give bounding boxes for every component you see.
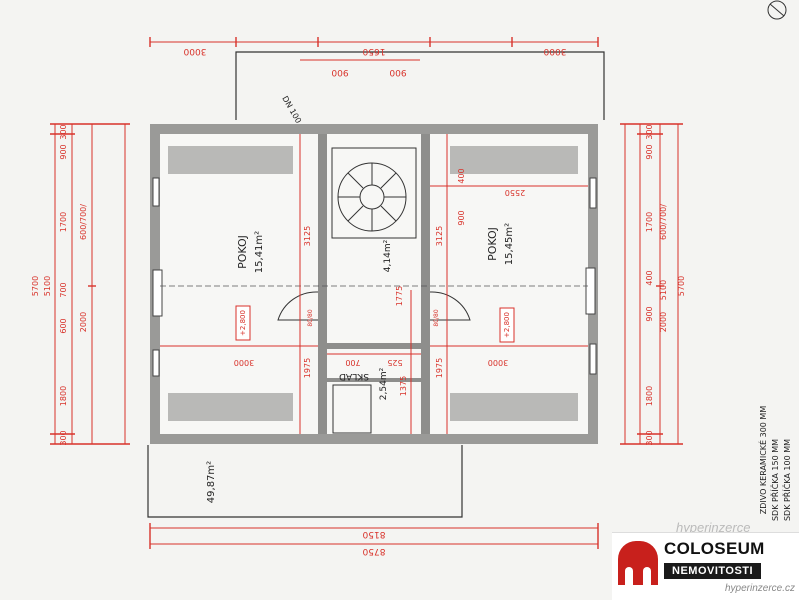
level-left: +2,800 xyxy=(239,310,247,336)
inner-dimensions: 3125 3125 1775 1975 1975 1375 3000 3000 … xyxy=(234,168,525,396)
built-in-wardrobes xyxy=(168,146,578,421)
dim-left-1800: 1800 xyxy=(59,386,68,406)
dim-400-inner: 400 xyxy=(457,168,466,183)
dim-1375: 1375 xyxy=(399,376,408,396)
interior-partitions xyxy=(318,134,430,434)
store-area: 2,54m² xyxy=(379,367,389,400)
dim-bottom-8150: 8150 xyxy=(362,529,385,539)
dim-1775-a: 1775 xyxy=(395,286,404,306)
dim-right-2000: 2000 xyxy=(659,312,668,332)
dim-right-300-bottom: 300 xyxy=(645,430,654,445)
right-dimensions: 300 900 1700 600/700/ 400 900 1800 300 5… xyxy=(645,124,686,445)
room-left-area: 15,41m² xyxy=(254,231,265,273)
dim-left-300-top: 300 xyxy=(59,124,68,139)
dim-right-600-700: 600/700/ xyxy=(659,204,668,240)
bottom-dimensions: 8150 8750 xyxy=(362,529,385,556)
dim-1975-right: 1975 xyxy=(435,358,444,378)
dim-left-1700: 1700 xyxy=(59,212,68,232)
dim-2550: 2550 xyxy=(505,188,525,197)
dim-left-5700: 5700 xyxy=(31,276,40,296)
dim-left-600-700: 600/700/ xyxy=(79,204,88,240)
legend-sdk-150: SDK PŘÍČKA 150 MM xyxy=(769,439,780,521)
logo-watermark: hyperinzerce.cz xyxy=(724,583,795,594)
level-markers: +2,800 +2,800 xyxy=(235,305,515,343)
dim-3000-right: 3000 xyxy=(488,358,508,367)
dim-top-1650: 1650 xyxy=(362,46,385,56)
dim-left-300-bottom: 300 xyxy=(59,430,68,445)
dimension-ticks xyxy=(50,37,683,549)
dim-right-5100: 5100 xyxy=(659,280,668,300)
dim-right-300-top: 300 xyxy=(645,124,654,139)
exterior-walls xyxy=(150,124,598,444)
room-left-name: POKOJ xyxy=(236,235,249,269)
dim-right-900: 900 xyxy=(645,144,654,159)
logo-subtitle: NEMOVITOSTI xyxy=(664,563,762,579)
dim-top-3000-right: 3000 xyxy=(543,46,566,56)
dim-left-700: 700 xyxy=(59,282,68,297)
windows xyxy=(152,177,597,377)
hall-area: 4,14m² xyxy=(383,239,393,272)
dim-3125-left: 3125 xyxy=(303,226,312,246)
room-right-name: POKOJ xyxy=(486,227,499,261)
dimension-lines xyxy=(54,41,679,545)
dim-right-900b: 900 xyxy=(645,306,654,321)
material-legend: ZDIVO KERAMICKÉ 300 MM SDK PŘÍČKA 150 MM… xyxy=(757,406,792,521)
dim-left-2000: 2000 xyxy=(79,312,88,332)
door-left-size: 80/80 xyxy=(307,309,314,326)
left-dimensions: 300 900 1700 600/700/ 700 600 1800 300 5… xyxy=(31,124,88,445)
dim-3000-left: 3000 xyxy=(234,358,254,367)
dim-top-3000-left: 3000 xyxy=(183,46,206,56)
dim-right-400: 400 xyxy=(645,270,654,285)
coloseum-logo: COLOSEUM NEMOVITOSTI hyperinzerce.cz xyxy=(612,532,799,600)
dim-top-900-a: 900 xyxy=(331,67,348,77)
door-right-size: 80/80 xyxy=(433,309,440,326)
store-name: SKLAD xyxy=(339,371,369,381)
dim-bottom-8750: 8750 xyxy=(362,546,385,556)
dim-1975-left: 1975 xyxy=(303,358,312,378)
room-right-area: 15,45m² xyxy=(504,223,515,265)
dim-left-5100: 5100 xyxy=(43,276,52,296)
dim-left-900: 900 xyxy=(59,144,68,159)
dim-top-900-b: 900 xyxy=(389,67,406,77)
dim-left-600: 600 xyxy=(59,318,68,333)
colosseum-arch-icon xyxy=(618,541,658,585)
logo-brand: COLOSEUM xyxy=(664,539,765,558)
room-labels: POKOJ 15,41m² POKOJ 15,45m² 4,14m² SKLAD… xyxy=(206,223,515,503)
legend-brick: ZDIVO KERAMICKÉ 300 MM xyxy=(757,406,768,515)
dim-525-inner: 525 xyxy=(387,358,402,367)
dim-right-5700: 5700 xyxy=(677,276,686,296)
terrace-area: 49,87m² xyxy=(206,461,217,503)
dim-right-1800: 1800 xyxy=(645,386,654,406)
roof-outline xyxy=(147,51,605,518)
watermark-text: hyperinzerce xyxy=(676,520,751,535)
spiral-staircase xyxy=(331,147,417,239)
dim-3125-right: 3125 xyxy=(435,226,444,246)
dim-right-1700: 1700 xyxy=(645,212,654,232)
dim-700-inner: 700 xyxy=(345,358,360,367)
door-swings xyxy=(277,291,471,434)
dim-900-inner: 900 xyxy=(457,210,466,225)
legend-sdk-100: SDK PŘÍČKA 100 MM xyxy=(781,439,792,521)
level-right: +2,800 xyxy=(503,312,511,338)
compass-icon xyxy=(767,0,787,20)
